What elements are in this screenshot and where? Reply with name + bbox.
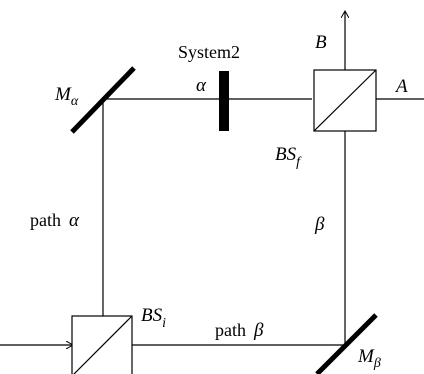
output-B-label: B <box>315 32 327 53</box>
beam-splitter-diagonal <box>313 69 377 132</box>
mirror-alpha-label: Mα <box>54 84 79 109</box>
mirror-icon <box>315 313 378 374</box>
output-A-label: A <box>394 76 408 97</box>
system-plate-icon <box>219 71 229 131</box>
mirror-beta-label: Mβ <box>357 346 381 371</box>
mirror-icon <box>70 66 136 134</box>
beam-splitter-final <box>313 69 377 132</box>
beta-right-label: β <box>314 214 325 235</box>
alpha-label: α <box>196 75 207 96</box>
bs-initial-label: BSi <box>141 305 166 331</box>
system2-label: System2 <box>178 42 240 62</box>
beam-splitter-diagonal <box>73 315 133 374</box>
bs-final-label: BSf <box>275 144 302 170</box>
beam-splitter-initial <box>71 315 133 374</box>
